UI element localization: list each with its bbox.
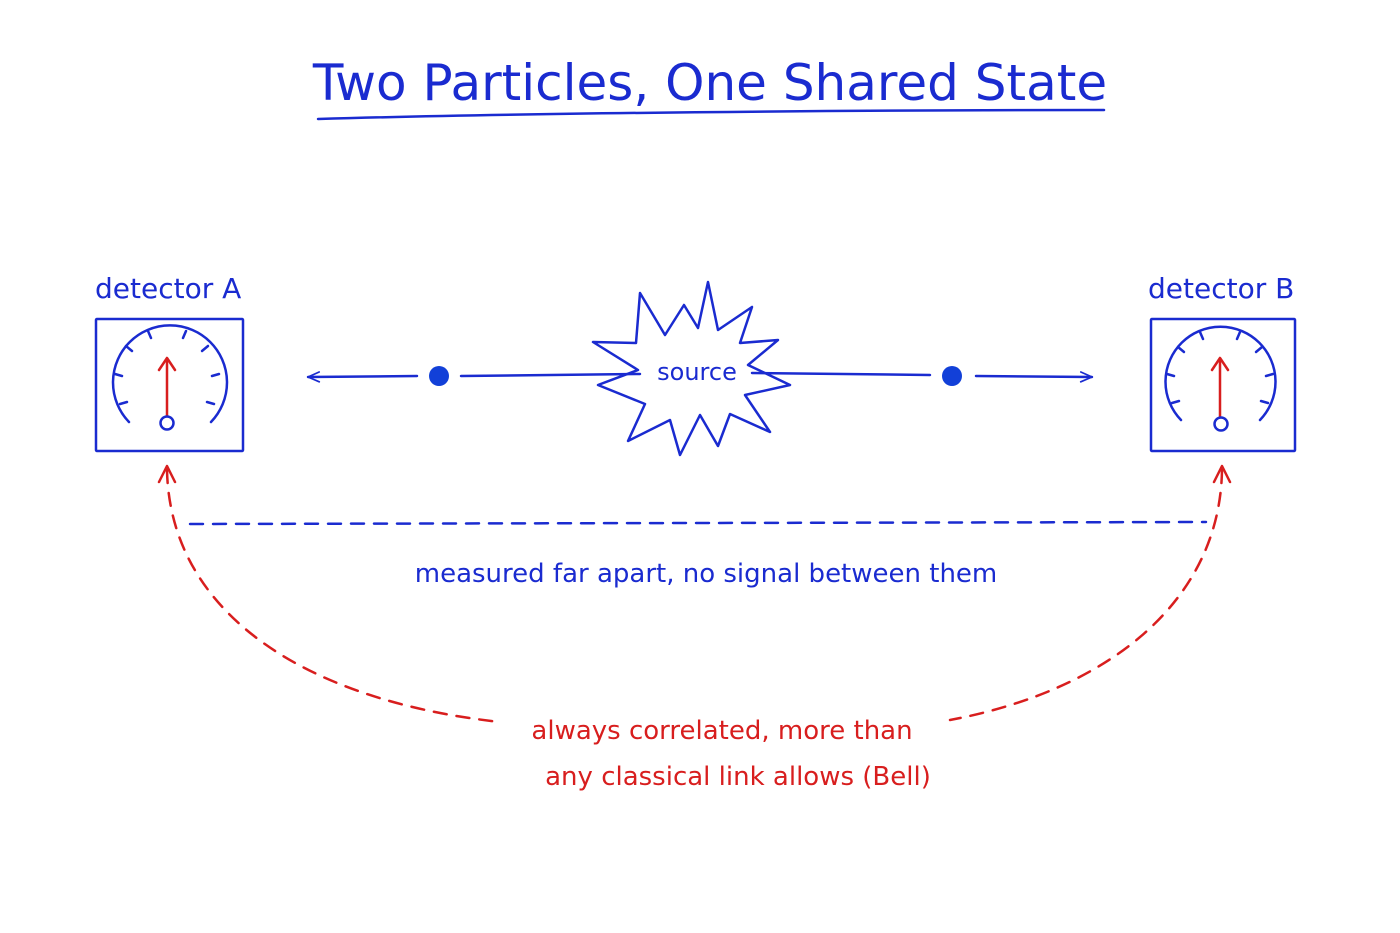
detector-b-label: detector B [1148,272,1294,305]
correlation-arrow-left [157,464,177,484]
title-group: Two Particles, One Shared State [312,54,1107,121]
page-title: Two Particles, One Shared State [312,54,1107,112]
source-label: source [657,358,737,386]
detector-b: detector B [1148,272,1297,453]
correlation-caption-line2: any classical link allows (Bell) [545,762,931,792]
detector-b-pivot [1213,416,1229,432]
correlation-link: always correlated, more than any classic… [157,464,1232,792]
detector-a-needle-head [157,356,177,372]
detector-b-dial-arc [1164,325,1277,422]
left-particle-path [306,366,642,386]
detector-a-label: detector A [95,272,241,305]
detector-a: detector A [94,272,245,453]
gauge-icon [94,317,245,453]
particle-left [429,366,449,386]
correlation-arrow-right [1212,464,1232,484]
detector-a-dial-ticks [113,329,221,406]
detector-b-needle-head [1210,356,1230,372]
particle-right [942,366,962,386]
correlation-curve-left [165,468,502,724]
detector-a-dial-arc [111,324,229,424]
right-particle-path [750,366,1094,386]
right-beam [750,371,932,377]
detector-b-frame [1149,317,1297,453]
detector-a-frame [94,317,245,453]
starburst-icon [591,280,792,457]
right-arrow [974,371,1094,383]
title-underline [316,108,1106,121]
left-arrow [306,371,419,383]
correlation-curve-right [948,468,1224,722]
separation-caption: measured far apart, no signal between th… [415,559,998,589]
detector-b-dial-ticks [1165,330,1275,405]
correlation-caption-line1: always correlated, more than [531,716,912,746]
detector-a-pivot [159,415,175,431]
separation-dashed-line [188,520,1208,526]
source: source [591,280,792,457]
gauge-icon [1149,317,1297,453]
left-beam [459,372,642,378]
